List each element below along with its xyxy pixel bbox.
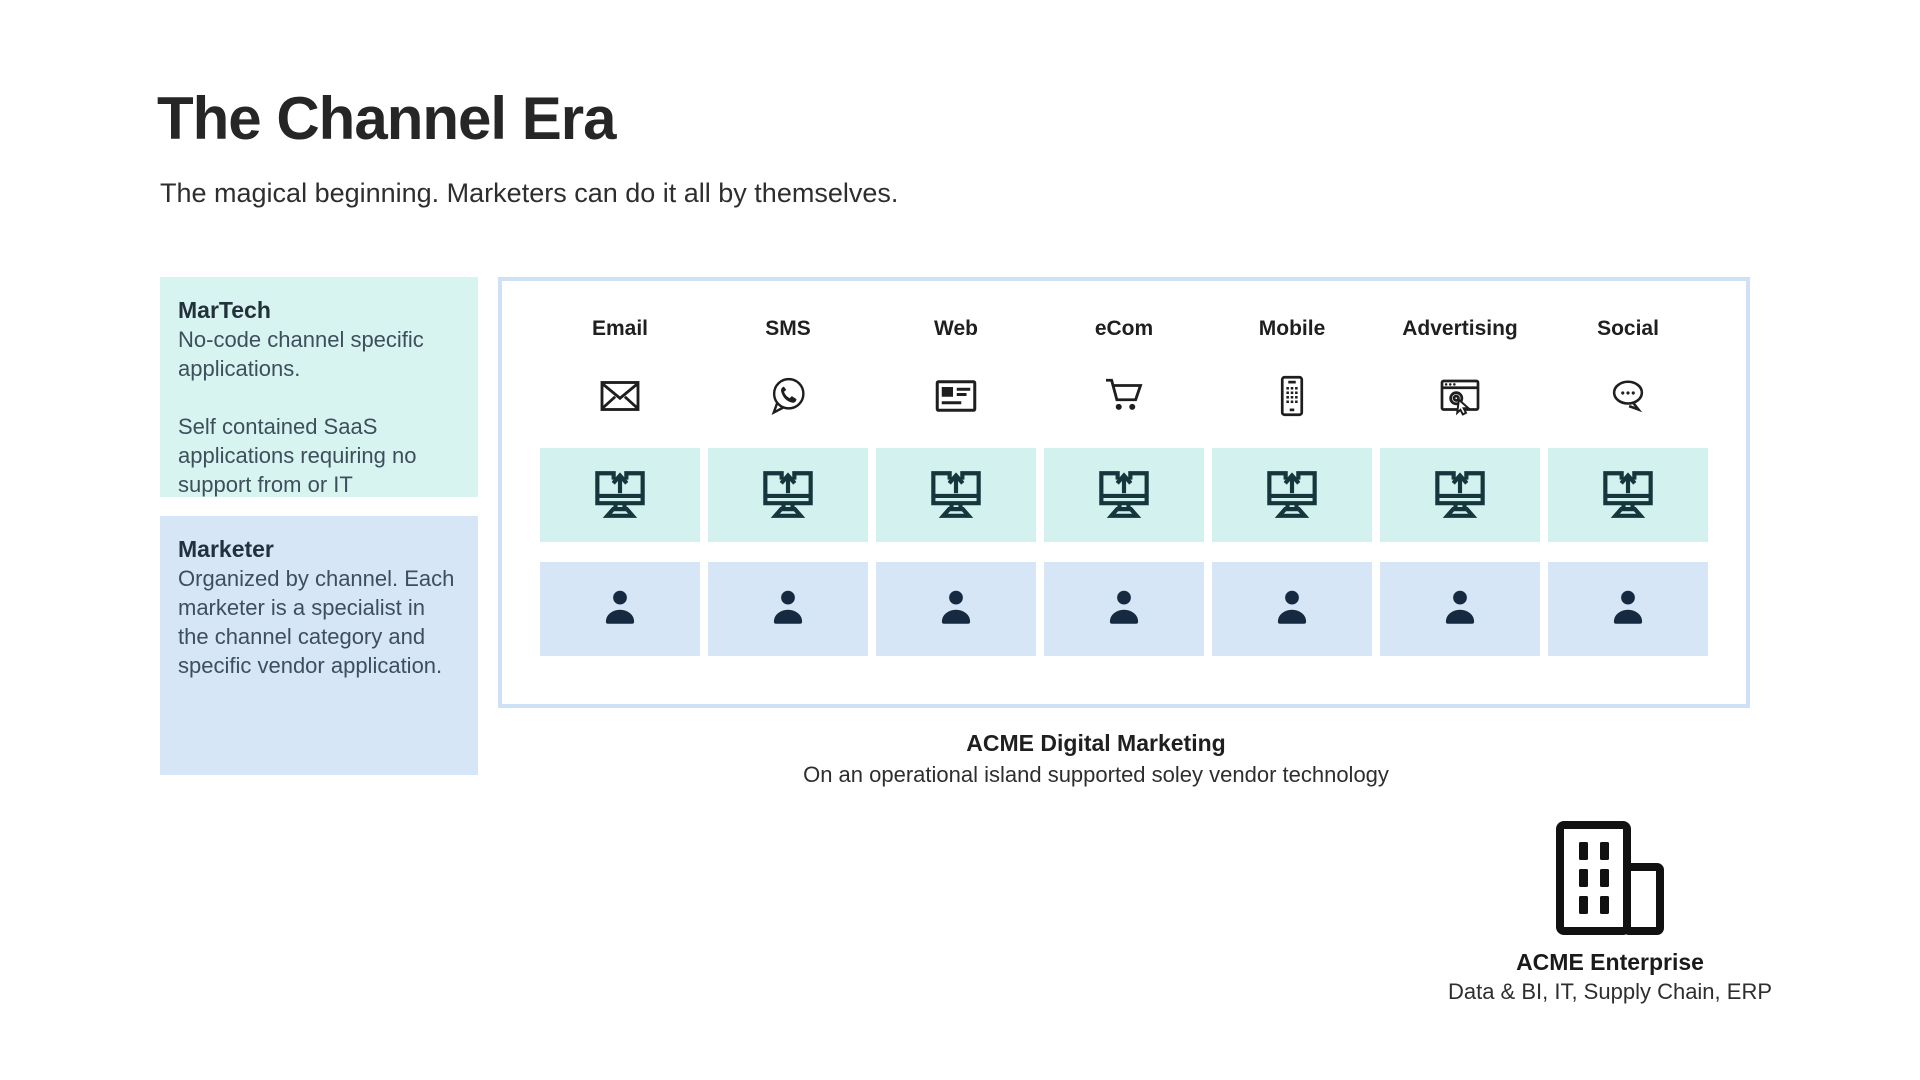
building-icon (1551, 818, 1669, 938)
person-icon (1438, 587, 1482, 631)
panel-caption: ACME Digital Marketing On an operational… (470, 727, 1722, 791)
martech-cell (876, 448, 1036, 542)
page-title: The Channel Era (157, 85, 616, 152)
person-icon (1270, 587, 1314, 631)
channel-label: eCom (1094, 317, 1154, 340)
channel-icon-wrap (1100, 343, 1148, 448)
marketer-cell (540, 562, 700, 656)
page-subtitle: The magical beginning. Marketers can do … (160, 178, 899, 208)
martech-box-title: MarTech (178, 297, 271, 323)
monitor-upload-icon (1431, 467, 1489, 523)
monitor-upload-icon (1095, 467, 1153, 523)
email-icon (596, 372, 644, 420)
caption-subtitle: On an operational island supported soley… (803, 762, 1389, 787)
channel-label: Mobile (1258, 317, 1326, 340)
caption-title: ACME Digital Marketing (966, 730, 1226, 756)
channel-column-sms: SMS (708, 281, 868, 704)
sms-icon (764, 372, 812, 420)
person-icon (1102, 587, 1146, 631)
marketer-cell (876, 562, 1036, 656)
channel-icon-wrap (596, 343, 644, 448)
enterprise-subtitle: Data & BI, IT, Supply Chain, ERP (1447, 979, 1773, 1004)
channel-label: Social (1597, 317, 1659, 340)
marketer-info-box: Marketer Organized by channel. Each mark… (160, 516, 478, 775)
channel-grid: Email SMS Web (498, 277, 1750, 708)
enterprise-block: ACME Enterprise Data & BI, IT, Supply Ch… (1445, 818, 1775, 1007)
martech-info-box: MarTech No-code channel specific applica… (160, 277, 478, 497)
marketer-cell (1548, 562, 1708, 656)
monitor-upload-icon (591, 467, 649, 523)
channel-icon-wrap (1436, 343, 1484, 448)
channel-column-advertising: Advertising (1380, 281, 1540, 704)
channel-label: Advertising (1402, 317, 1518, 340)
mobile-icon (1268, 372, 1316, 420)
martech-cell (540, 448, 700, 542)
martech-box-spacer (178, 383, 460, 412)
person-icon (598, 587, 642, 631)
channel-label: Web (934, 317, 978, 340)
marketer-cell (708, 562, 868, 656)
advertising-icon (1436, 372, 1484, 420)
web-icon (932, 372, 980, 420)
channel-icon-wrap (764, 343, 812, 448)
martech-box-body-2: Self contained SaaS applications requiri… (178, 414, 417, 497)
channel-column-web: Web (876, 281, 1036, 704)
martech-cell (1044, 448, 1204, 542)
channel-column-mobile: Mobile (1212, 281, 1372, 704)
marketer-cell (1380, 562, 1540, 656)
monitor-upload-icon (927, 467, 985, 523)
channel-icon-wrap (1604, 343, 1652, 448)
marketer-box-title: Marketer (178, 536, 274, 562)
person-icon (766, 587, 810, 631)
martech-cell (1548, 448, 1708, 542)
social-icon (1604, 372, 1652, 420)
channel-column-email: Email (540, 281, 700, 704)
person-icon (934, 587, 978, 631)
martech-box-body-1: No-code channel specific applications. (178, 327, 424, 381)
marketer-box-body: Organized by channel. Each marketer is a… (178, 566, 455, 678)
enterprise-title: ACME Enterprise (1516, 949, 1704, 975)
channel-icon-wrap (1268, 343, 1316, 448)
marketer-cell (1212, 562, 1372, 656)
martech-cell (1380, 448, 1540, 542)
monitor-upload-icon (1263, 467, 1321, 523)
channel-label: SMS (765, 317, 811, 340)
channel-label: Email (591, 317, 649, 340)
martech-cell (708, 448, 868, 542)
monitor-upload-icon (1599, 467, 1657, 523)
marketer-cell (1044, 562, 1204, 656)
martech-cell (1212, 448, 1372, 542)
channel-column-social: Social (1548, 281, 1708, 704)
channel-icon-wrap (932, 343, 980, 448)
channel-column-ecom: eCom (1044, 281, 1204, 704)
person-icon (1606, 587, 1650, 631)
ecom-icon (1100, 372, 1148, 420)
monitor-upload-icon (759, 467, 817, 523)
